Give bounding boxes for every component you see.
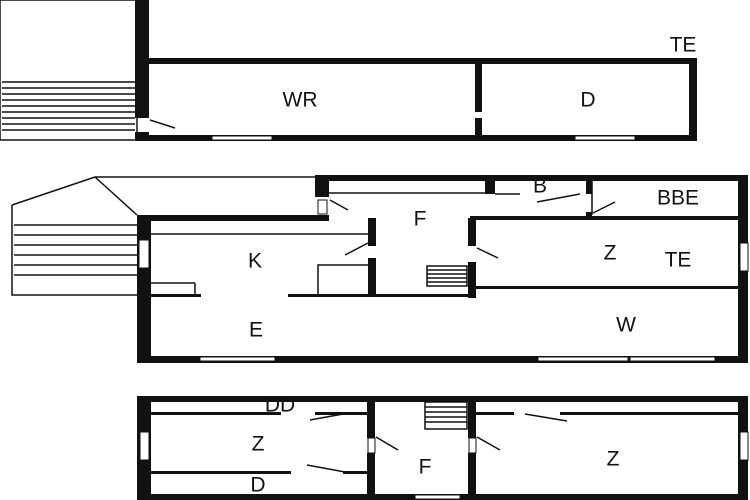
staircase-icon-left (14, 176, 138, 276)
staircase-box (0, 0, 138, 141)
ground-floor: F B BBE K Z TE E W (11, 175, 749, 363)
room-label-f: F (414, 208, 427, 231)
room-label-k: K (248, 250, 262, 273)
room-label-te-top: TE (670, 34, 697, 57)
bottom-floor: DD Z D F Z (137, 394, 749, 500)
room-label-z-left: Z (252, 433, 265, 456)
room-label-bbe: BBE (657, 187, 699, 210)
room-label-wr: WR (283, 89, 318, 112)
room-label-b: B (533, 175, 547, 198)
room-label-f-bottom: F (419, 456, 432, 479)
staircase-icon (426, 265, 468, 287)
room-label-d: D (250, 474, 265, 497)
room-label-te: TE (665, 249, 692, 272)
room-label-z-right: Z (607, 448, 620, 471)
top-floor: WR D TE (0, 0, 697, 141)
room-label-d: D (580, 89, 595, 112)
room-label-z: Z (604, 242, 617, 265)
staircase-icon (2, 81, 135, 131)
room-label-e: E (249, 319, 263, 342)
room-label-dd: DD (265, 394, 295, 417)
staircase-icon-bottom (424, 401, 468, 430)
room-label-w: W (616, 314, 636, 337)
